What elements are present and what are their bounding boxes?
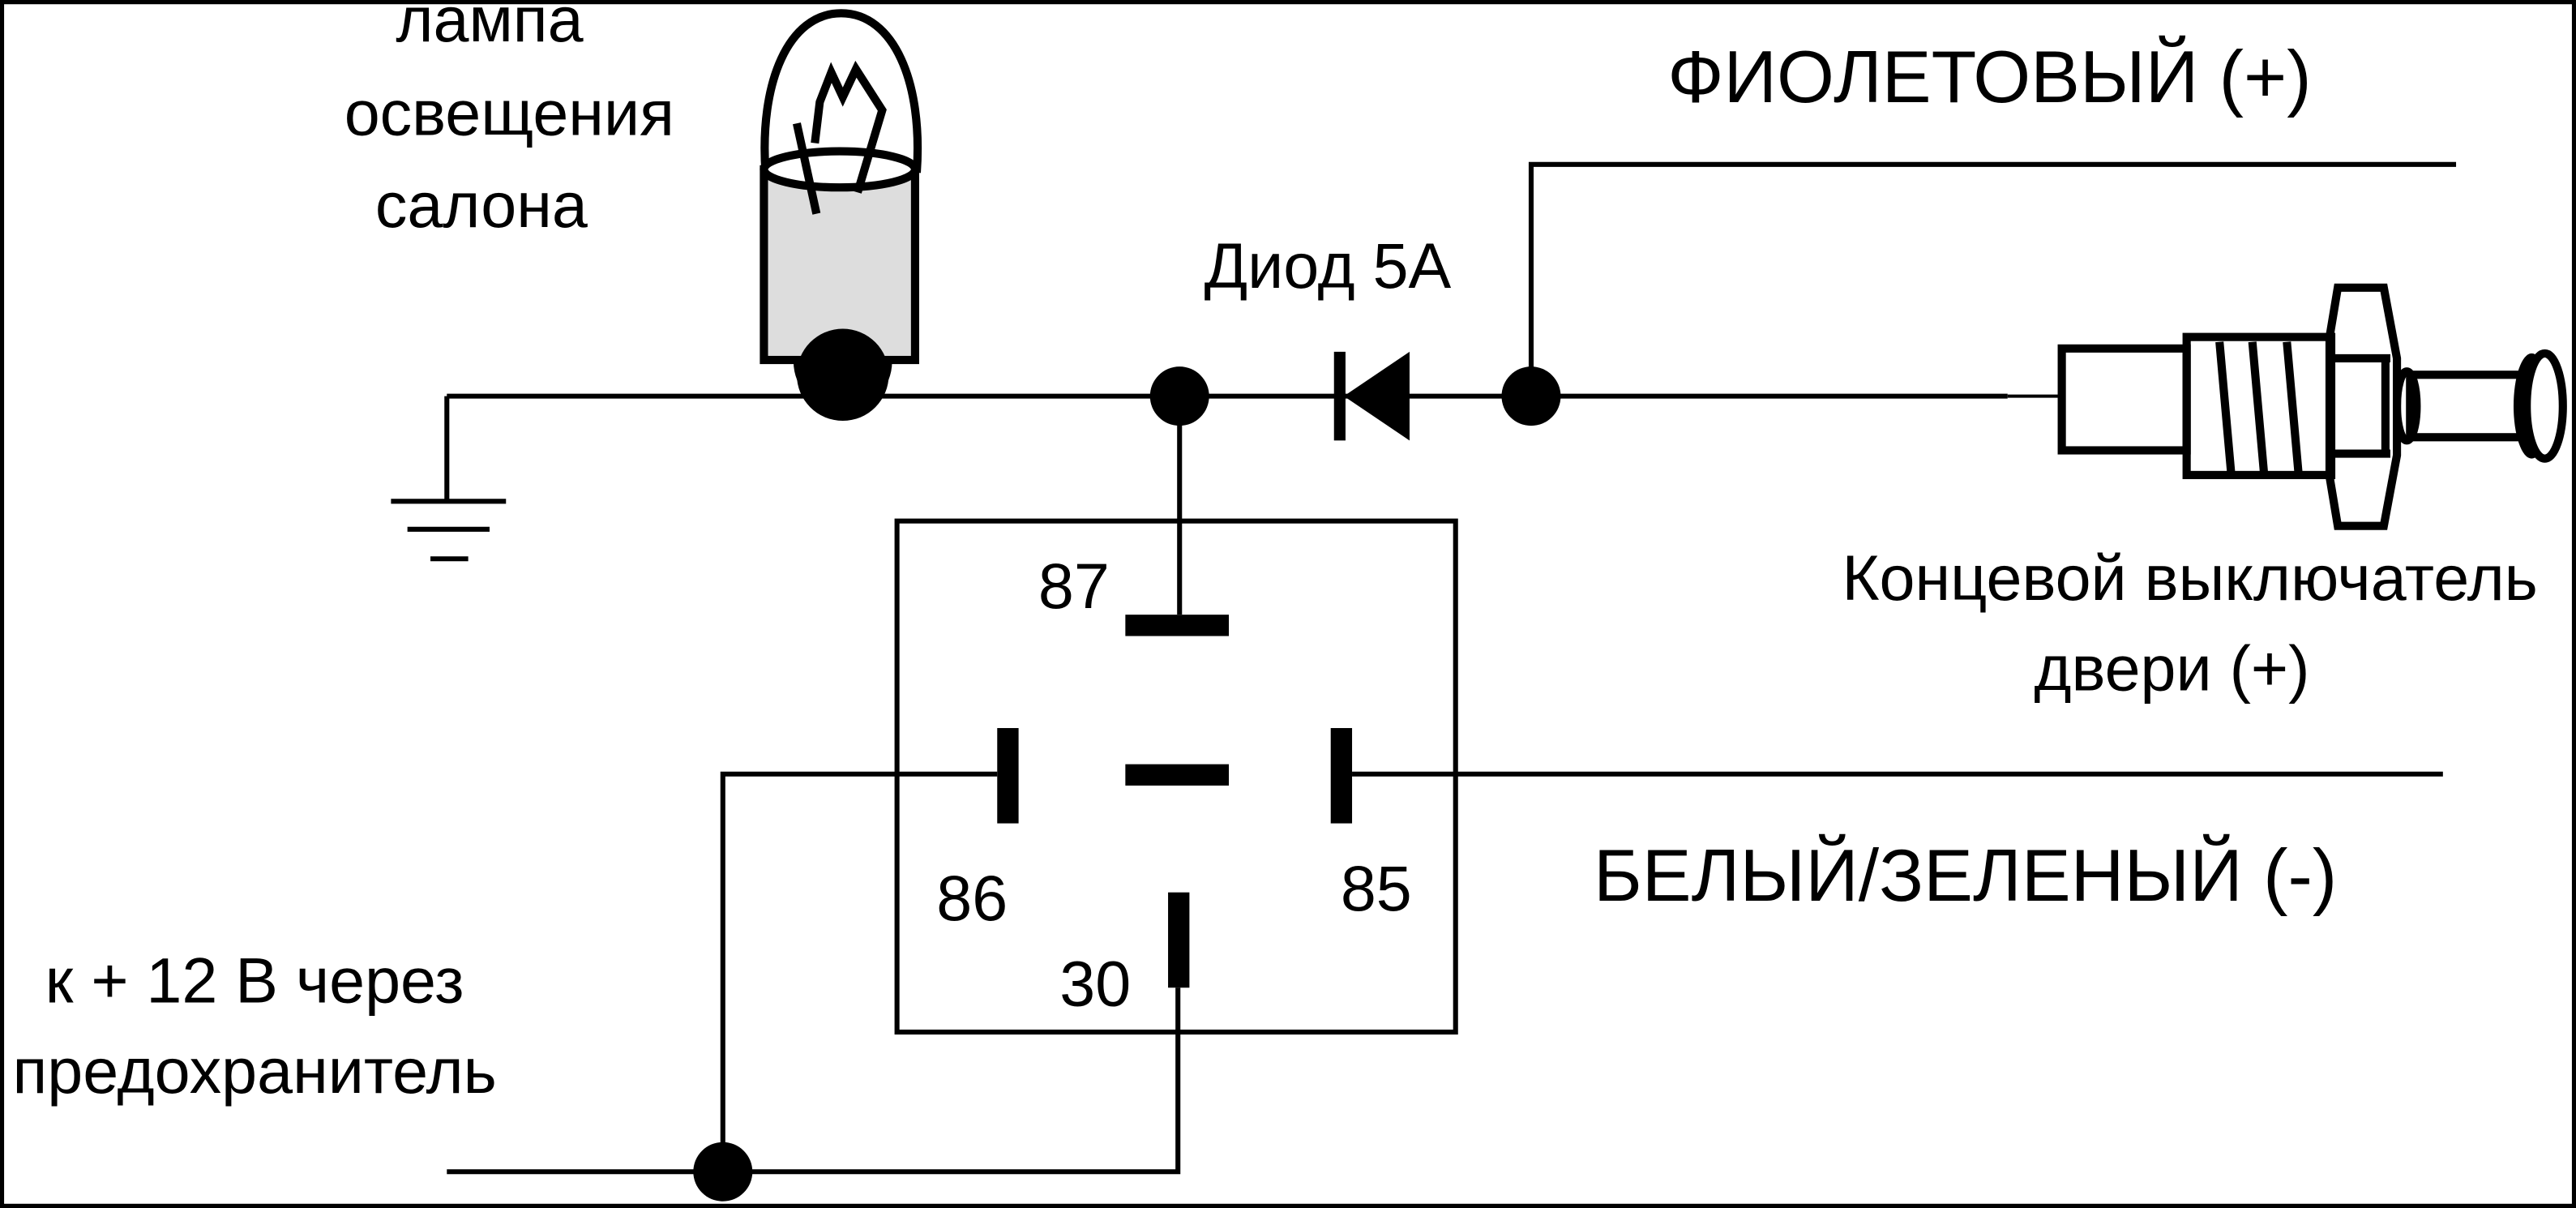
diode-label: Диод 5А — [1205, 229, 1452, 302]
contact-87 — [1125, 615, 1230, 636]
door-switch-label-line2: двери (+) — [2034, 632, 2309, 704]
diode-icon — [1333, 351, 1410, 441]
pin-86-label: 86 — [936, 862, 1008, 934]
lamp-label-line1: лампа — [396, 0, 583, 55]
door-switch-icon — [2057, 283, 2567, 530]
violet-wire — [1528, 161, 2457, 396]
pin-30-label: 30 — [1059, 948, 1131, 1020]
power-label-line2: предохранитель — [13, 1035, 497, 1107]
violet-wire-label: ФИОЛЕТОВЫЙ (+) — [1667, 36, 2311, 118]
contact-85 — [1330, 728, 1353, 824]
ground-icon — [391, 396, 507, 562]
door-switch-label-line1: Концевой выключатель — [1842, 542, 2538, 614]
contact-30 — [1168, 892, 1190, 988]
pin-85-label: 85 — [1341, 852, 1412, 924]
contact-common — [1125, 764, 1230, 786]
pin86-wire — [720, 771, 998, 1172]
contact-86 — [997, 728, 1019, 824]
white-green-wire-label: БЕЛЫЙ/ЗЕЛЕНЫЙ (-) — [1594, 834, 2337, 917]
lamp-label-line3: салона — [375, 169, 588, 241]
power-wire — [447, 987, 1181, 1175]
lamp-label-line2: освещения — [344, 76, 674, 148]
relay — [894, 396, 1458, 1035]
pin-87-label: 87 — [1038, 550, 1110, 622]
lamp-icon — [760, 9, 922, 422]
power-label-line1: к + 12 В через — [45, 944, 464, 1016]
